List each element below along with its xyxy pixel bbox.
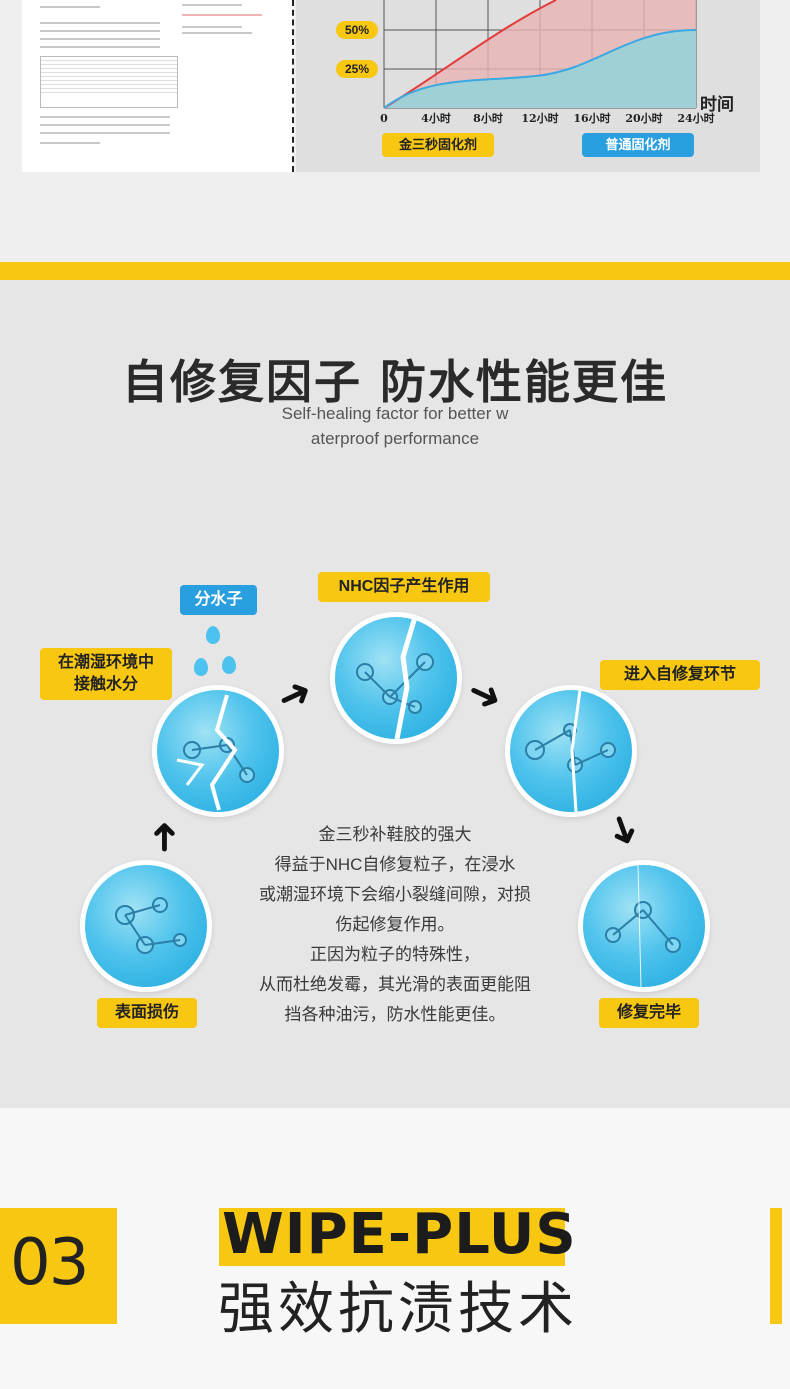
repairing-molecule-icon [525, 690, 616, 812]
repaired-molecule-icon [605, 865, 681, 987]
description-line: 得益于NHC自修复粒子，在浸水 [274, 855, 516, 874]
doc-text-line [40, 116, 170, 118]
description-text: 金三秒补鞋胶的强大 得益于NHC自修复粒子，在浸水 或潮湿环境下会缩小裂缝间隙，… [220, 820, 570, 1030]
x-tick-label: 16小时 [573, 111, 610, 125]
doc-text-line [40, 6, 100, 8]
healing-molecule-icon [356, 617, 434, 739]
doc-text-line [182, 4, 242, 6]
doc-text-line [40, 132, 170, 134]
description-line: 伤起修复作用。 [335, 915, 455, 934]
cure-chart-svg: 0 4小时 8小时 12小时 16小时 20小时 24小时 [380, 0, 715, 125]
description-line: 从而杜绝发霉，其光滑的表面更能阻 [259, 975, 531, 994]
molecule-icon [115, 897, 187, 954]
doc-text-line [40, 30, 160, 32]
right-accent-bar [770, 1208, 782, 1324]
enter-self-repair-label: 进入自修复环节 [600, 660, 760, 690]
molecule-circle-damaged [80, 860, 212, 992]
section-subtitle-line1: Self-healing factor for better w [281, 404, 509, 423]
y-label-50: 50% [336, 21, 378, 39]
feature-name-highlight [219, 1208, 565, 1266]
doc-text-line [182, 26, 242, 28]
contact-water-label: 在潮湿环境中 接触水分 [40, 648, 172, 700]
molecule-circle-nhc [330, 612, 462, 744]
legend-normal-cure: 普通固化剂 [582, 133, 694, 157]
surface-damage-label: 表面损伤 [97, 998, 197, 1028]
feature-name: WIPE-PLUS [222, 1202, 577, 1267]
normal-cure-area [384, 30, 696, 108]
water-drop-icon [206, 626, 220, 644]
description-line: 或潮湿环境下会缩小裂缝间隙，对损 [259, 885, 531, 904]
crack-molecule-icon [176, 694, 255, 811]
test-report-document [22, 0, 294, 172]
doc-text-line [40, 38, 160, 40]
doc-text-line [40, 142, 100, 144]
x-tick-label: 20小时 [625, 111, 662, 125]
feature-number-box: 03 [0, 1208, 117, 1324]
arrow-right-down-icon: ➜ [460, 667, 510, 723]
feature-section: 03 WIPE-PLUS 强效抗渍技术 [0, 1108, 790, 1389]
feature-number: 03 [10, 1226, 89, 1300]
x-tick-label: 12小时 [521, 111, 558, 125]
molecule-circle-repairing [505, 685, 637, 817]
molecule-circle-contact [152, 685, 284, 817]
water-drop-icon [222, 656, 236, 674]
normal-cure-line [383, 29, 697, 109]
section-divider-band [0, 262, 790, 280]
y-label-25: 25% [336, 60, 378, 78]
x-tick-label: 4小时 [421, 111, 451, 125]
repair-complete-label: 修复完毕 [599, 998, 699, 1028]
doc-text-line [40, 124, 170, 126]
x-tick-label: 24小时 [677, 111, 714, 125]
x-axis-label: 时间 [700, 95, 734, 114]
description-line: 正因为粒子的特殊性， [310, 945, 480, 964]
self-healing-section: 自修复因子 防水性能更佳 Self-healing factor for bet… [0, 280, 790, 1108]
arrow-down-icon: ➜ [597, 806, 651, 854]
nhc-factor-label: NHC因子产生作用 [318, 572, 490, 602]
legend-fast-cure: 金三秒固化剂 [382, 133, 494, 157]
doc-text-line [40, 46, 160, 48]
description-line: 挡各种油污，防水性能更佳。 [284, 1005, 506, 1024]
doc-text-line [40, 22, 160, 24]
doc-table [40, 56, 178, 108]
feature-cn-name: 强效抗渍技术 [218, 1277, 578, 1342]
x-tick-label: 0 [380, 112, 388, 125]
section-subtitle-line2: aterproof performance [310, 429, 480, 448]
arrow-up-icon: ➜ [141, 820, 186, 854]
contact-water-line2: 接触水分 [73, 676, 138, 693]
doc-text-line [182, 32, 252, 34]
top-section: 0 4小时 8小时 12小时 16小时 20小时 24小时 50% 25% 时间 金三秒固化… [0, 0, 790, 262]
x-tick-label: 8小时 [473, 111, 503, 125]
cure-chart: 0 4小时 8小时 12小时 16小时 20小时 24小时 50% 25% 时间 金三秒固化… [296, 0, 760, 172]
water-molecule-label: 分水子 [180, 585, 257, 615]
molecule-circle-repaired [578, 860, 710, 992]
doc-legend-line [182, 14, 262, 16]
contact-water-line1: 在潮湿环境中 [57, 654, 154, 671]
section-title: 自修复因子 防水性能更佳 [121, 355, 668, 409]
description-line: 金三秒补鞋胶的强大 [318, 825, 472, 844]
water-drop-icon [194, 658, 208, 676]
